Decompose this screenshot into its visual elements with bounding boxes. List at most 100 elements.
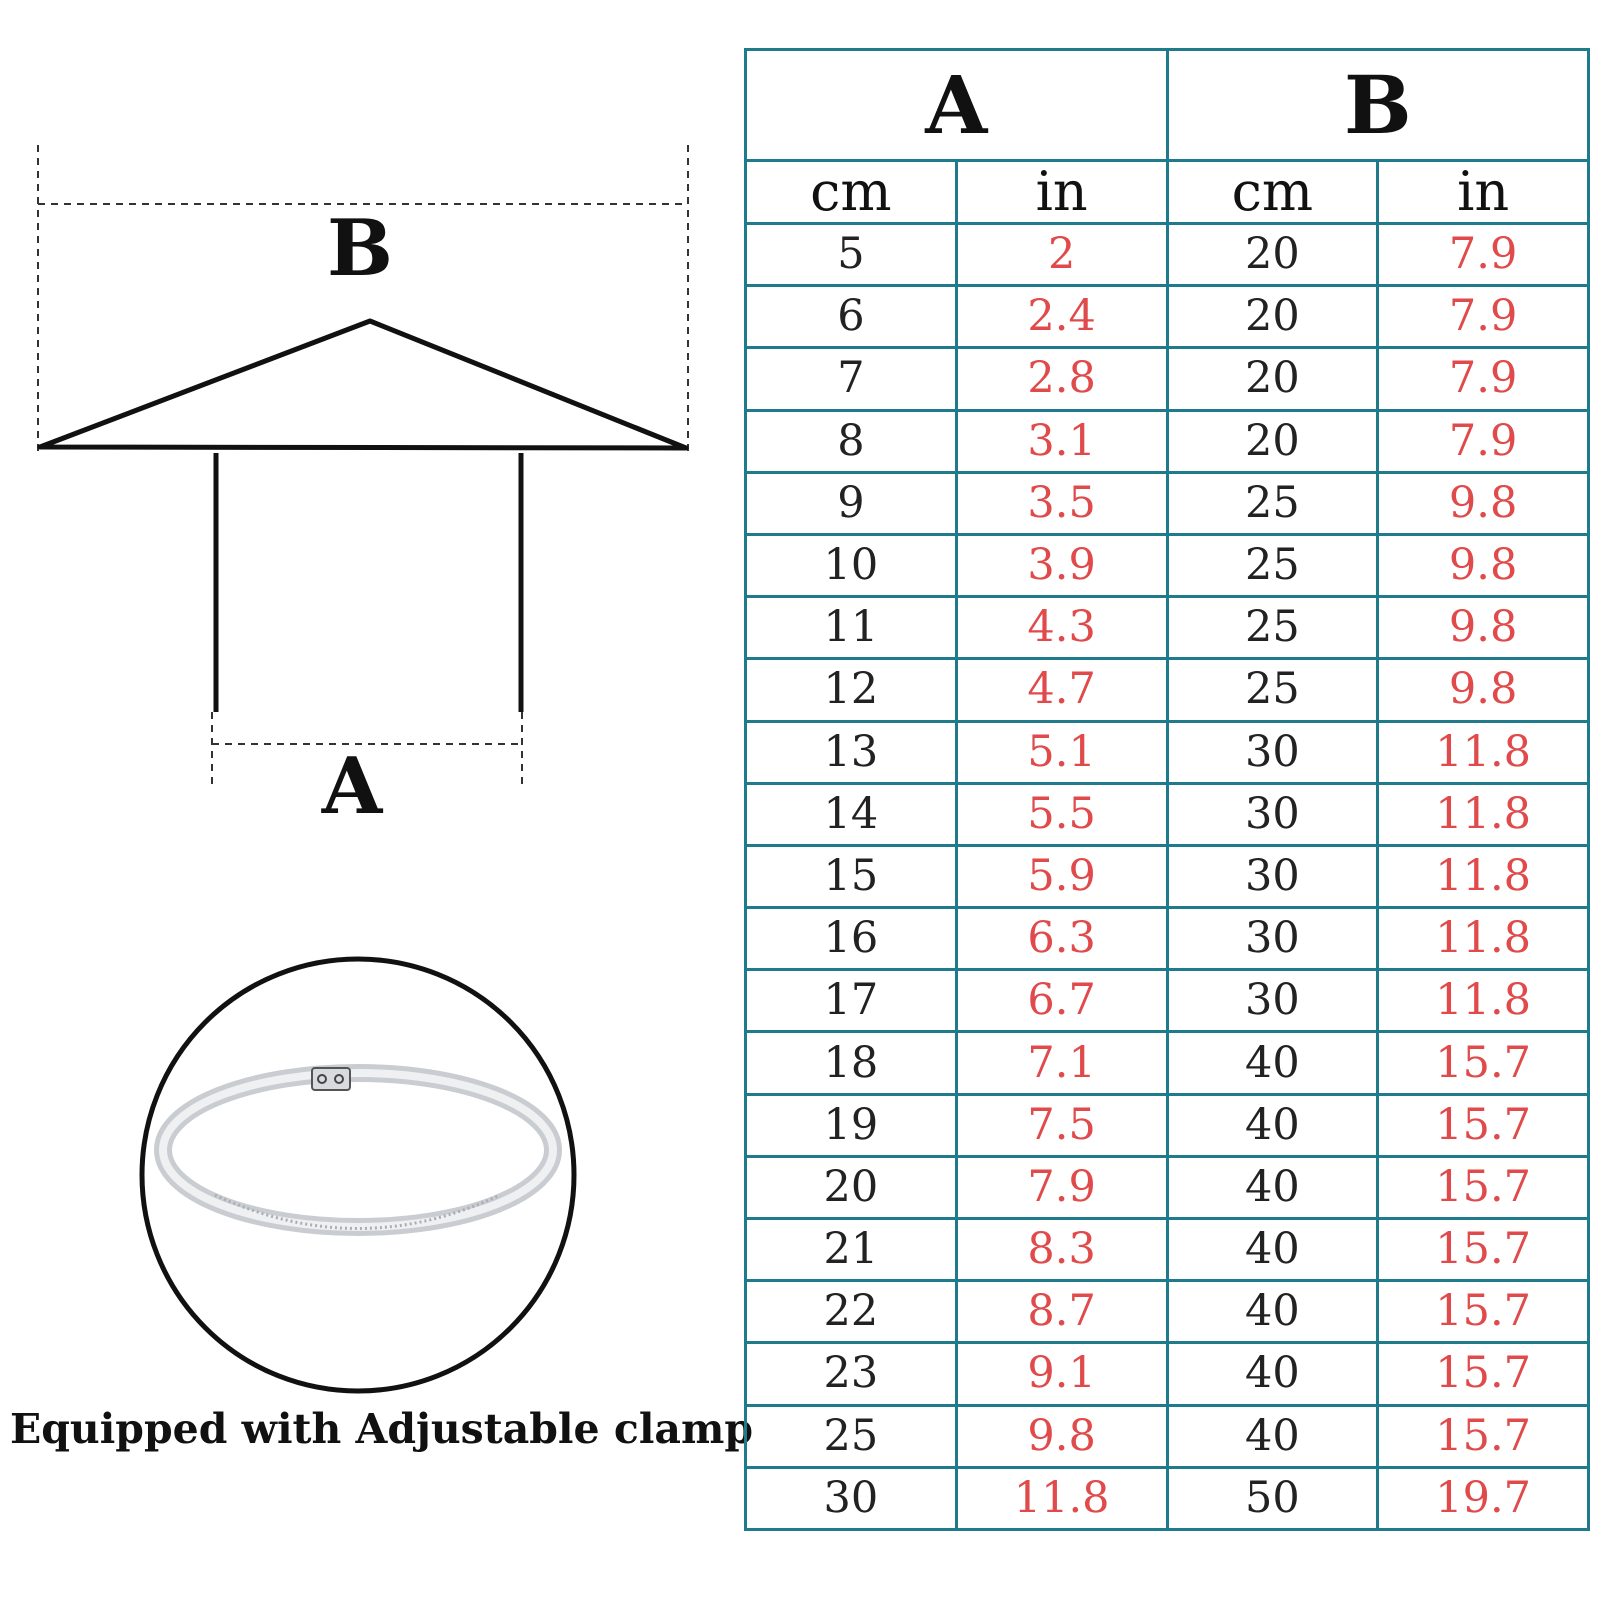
- unit-header-row: cm in cm in: [744, 159, 1590, 225]
- cell-a-in: 8.7: [954, 1279, 1169, 1345]
- cell-a-cm: 10: [744, 532, 958, 599]
- clamp-illustration: [139, 956, 577, 1394]
- cell-a-cm: 19: [744, 1092, 958, 1158]
- cell-b-in: 19.7: [1376, 1465, 1590, 1532]
- cell-b-cm: 25: [1165, 532, 1380, 599]
- unit-header-b-in: in: [1376, 159, 1590, 225]
- cell-a-cm: 6: [744, 284, 958, 350]
- cell-a-in: 9.1: [954, 1341, 1169, 1407]
- cell-b-cm: 30: [1165, 781, 1380, 847]
- cell-b-cm: 40: [1165, 1154, 1380, 1221]
- clamp-band-teeth: [214, 1193, 501, 1230]
- group-header-row: A B: [744, 48, 1590, 162]
- cell-b-cm: 20: [1165, 408, 1380, 474]
- cell-a-cm: 18: [744, 1030, 958, 1096]
- cell-b-in: 11.8: [1376, 719, 1590, 785]
- cell-b-in: 7.9: [1376, 346, 1590, 412]
- cell-a-in: 2: [954, 221, 1169, 288]
- cell-a-cm: 25: [744, 1403, 958, 1469]
- cell-a-in: 7.9: [954, 1154, 1169, 1221]
- cell-b-cm: 40: [1165, 1216, 1380, 1283]
- cell-b-in: 11.8: [1376, 906, 1590, 972]
- cell-a-in: 5.5: [954, 781, 1169, 847]
- cell-a-in: 3.1: [954, 408, 1169, 474]
- cell-a-cm: 23: [744, 1341, 958, 1407]
- unit-header-a-in: in: [954, 159, 1169, 225]
- cell-a-in: 6.7: [954, 968, 1169, 1034]
- cell-a-in: 4.7: [954, 657, 1169, 723]
- cell-a-cm: 21: [744, 1216, 958, 1283]
- cell-b-cm: 20: [1165, 284, 1380, 350]
- cell-a-cm: 22: [744, 1279, 958, 1345]
- cell-b-in: 15.7: [1376, 1216, 1590, 1283]
- cell-a-in: 11.8: [954, 1465, 1169, 1532]
- clamp-caption: Equipped with Adjustable clamp: [10, 1405, 754, 1453]
- cell-a-in: 3.5: [954, 470, 1169, 536]
- cell-b-in: 15.7: [1376, 1030, 1590, 1096]
- cell-b-cm: 30: [1165, 719, 1380, 785]
- cell-a-in: 2.4: [954, 284, 1169, 350]
- cell-a-in: 8.3: [954, 1216, 1169, 1283]
- cell-a-cm: 9: [744, 470, 958, 536]
- cell-b-in: 9.8: [1376, 595, 1590, 661]
- cell-a-in: 7.5: [954, 1092, 1169, 1158]
- label-a: A: [321, 741, 384, 832]
- cell-b-cm: 40: [1165, 1030, 1380, 1096]
- chimney-cap-diagram: B A: [37, 145, 689, 1394]
- cell-b-in: 7.9: [1376, 221, 1590, 288]
- cell-a-cm: 12: [744, 657, 958, 723]
- cell-b-cm: 40: [1165, 1341, 1380, 1407]
- cell-b-cm: 25: [1165, 657, 1380, 723]
- cell-b-cm: 40: [1165, 1092, 1380, 1158]
- pipe-body: [213, 453, 524, 712]
- cell-b-cm: 20: [1165, 221, 1380, 288]
- unit-header-a-cm: cm: [744, 159, 958, 225]
- cell-a-in: 5.1: [954, 719, 1169, 785]
- cell-b-cm: 30: [1165, 843, 1380, 910]
- group-header-b: B: [1165, 48, 1590, 162]
- cell-b-in: 7.9: [1376, 284, 1590, 350]
- cell-a-cm: 11: [744, 595, 958, 661]
- cell-b-in: 15.7: [1376, 1092, 1590, 1158]
- cell-a-in: 2.8: [954, 346, 1169, 412]
- cell-b-cm: 20: [1165, 346, 1380, 412]
- cell-b-in: 11.8: [1376, 843, 1590, 910]
- cell-a-in: 9.8: [954, 1403, 1169, 1469]
- cell-b-in: 15.7: [1376, 1403, 1590, 1469]
- cell-b-in: 9.8: [1376, 657, 1590, 723]
- cell-b-in: 15.7: [1376, 1341, 1590, 1407]
- cell-a-in: 4.3: [954, 595, 1169, 661]
- unit-header-b-cm: cm: [1165, 159, 1380, 225]
- cell-b-in: 11.8: [1376, 968, 1590, 1034]
- cell-a-cm: 7: [744, 346, 958, 412]
- cell-a-cm: 8: [744, 408, 958, 474]
- cell-a-cm: 20: [744, 1154, 958, 1221]
- cell-a-cm: 16: [744, 906, 958, 972]
- cell-b-cm: 25: [1165, 470, 1380, 536]
- cell-b-in: 9.8: [1376, 532, 1590, 599]
- cell-a-cm: 30: [744, 1465, 958, 1532]
- label-b: B: [327, 203, 393, 294]
- cell-b-cm: 40: [1165, 1403, 1380, 1469]
- clamp-circle: [139, 956, 577, 1394]
- cell-a-in: 6.3: [954, 906, 1169, 972]
